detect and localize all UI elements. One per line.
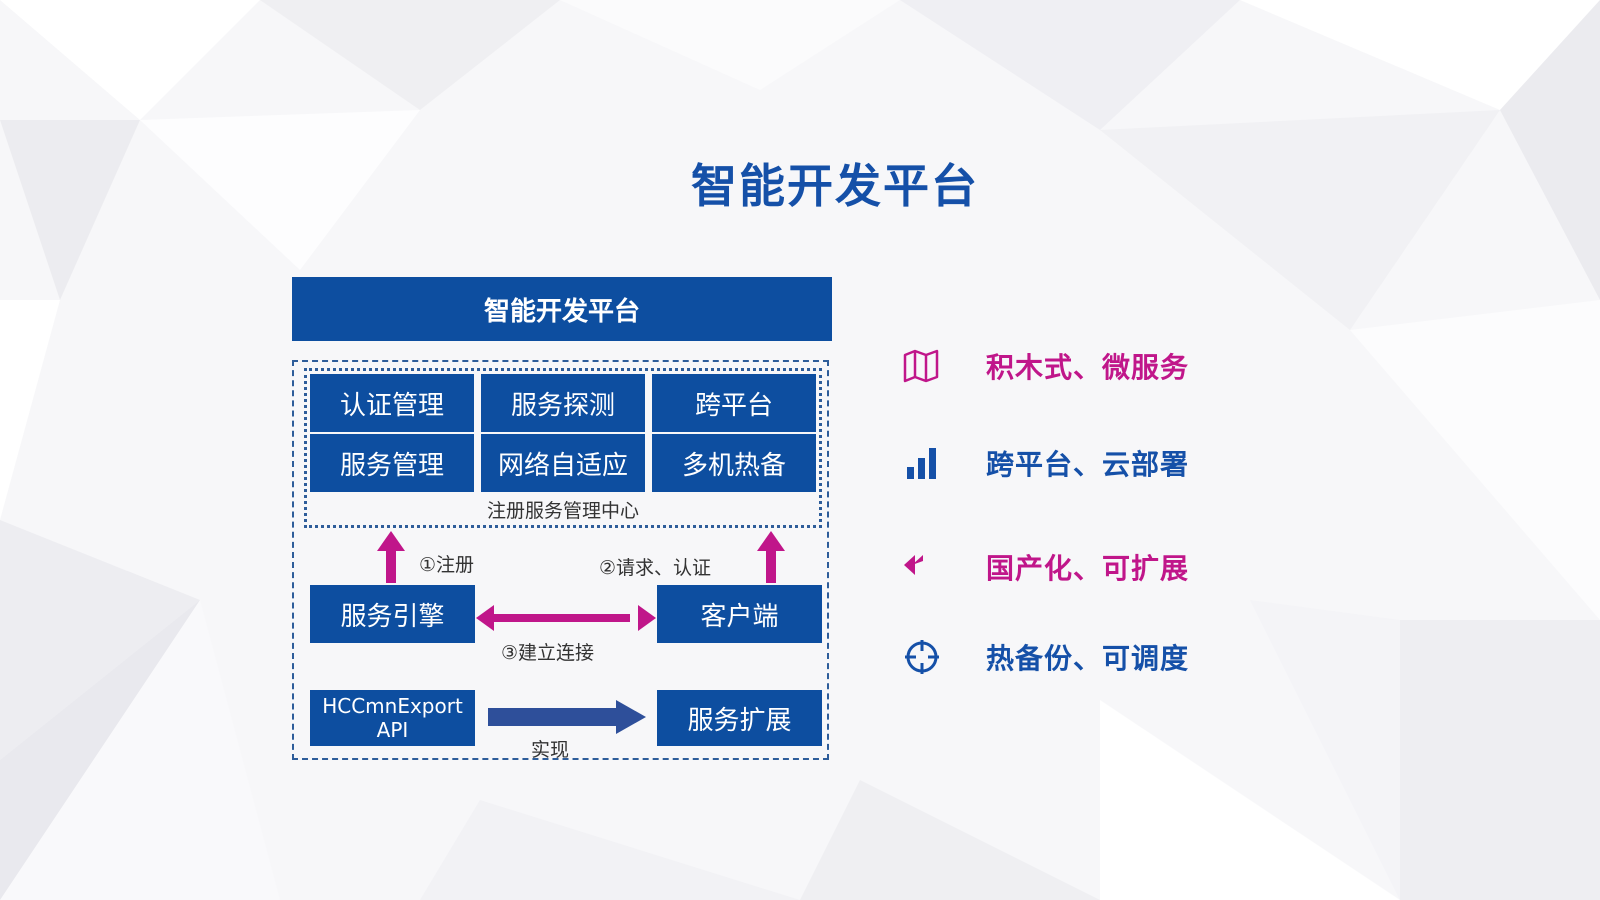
grid-cell-service-mgmt: 服务管理: [310, 434, 474, 492]
crosshair-icon: [905, 640, 939, 674]
implement-label: 实现: [531, 739, 570, 761]
slide-title: 智能开发平台: [691, 159, 979, 213]
api-box-line1: HCCmnExport: [322, 694, 463, 718]
grid-cell-hot-standby: 多机热备: [652, 434, 816, 492]
grid-cell-cross-platform: 跨平台: [652, 374, 816, 432]
grid-cell-network-adaptive: 网络自适应: [481, 434, 645, 492]
grid-cell-auth: 认证管理: [310, 374, 474, 432]
bar-chart-icon: [907, 448, 936, 479]
register-label: ①注册: [419, 554, 475, 576]
feature-item: 跨平台、云部署: [902, 443, 1189, 483]
grid-cell-probe: 服务探测: [481, 374, 645, 432]
feature-item: 国产化、可扩展: [902, 547, 1189, 587]
map-icon: [903, 349, 939, 383]
service-extension-box: 服务扩展: [657, 690, 822, 746]
feature-text: 积木式、微服务: [986, 351, 1190, 384]
api-box: HCCmnExport API: [310, 690, 475, 746]
feature-text: 国产化、可扩展: [986, 552, 1190, 585]
feature-text: 热备份、可调度: [986, 642, 1190, 675]
registry-center-label: 注册服务管理中心: [486, 500, 639, 522]
reply-all-icon: [904, 555, 923, 575]
request-auth-label: ②请求、认证: [599, 557, 712, 579]
registry-center-frame: [304, 368, 822, 528]
diagram-header: 智能开发平台: [292, 277, 832, 341]
client-box: 客户端: [657, 585, 822, 643]
feature-item: 热备份、可调度: [902, 637, 1189, 677]
feature-text: 跨平台、云部署: [986, 448, 1190, 481]
connect-label: ③建立连接: [501, 642, 595, 664]
feature-item: 积木式、微服务: [902, 346, 1189, 386]
api-box-line2: API: [376, 718, 409, 742]
service-engine-box: 服务引擎: [310, 585, 475, 643]
platform-outer-frame: [292, 360, 829, 760]
